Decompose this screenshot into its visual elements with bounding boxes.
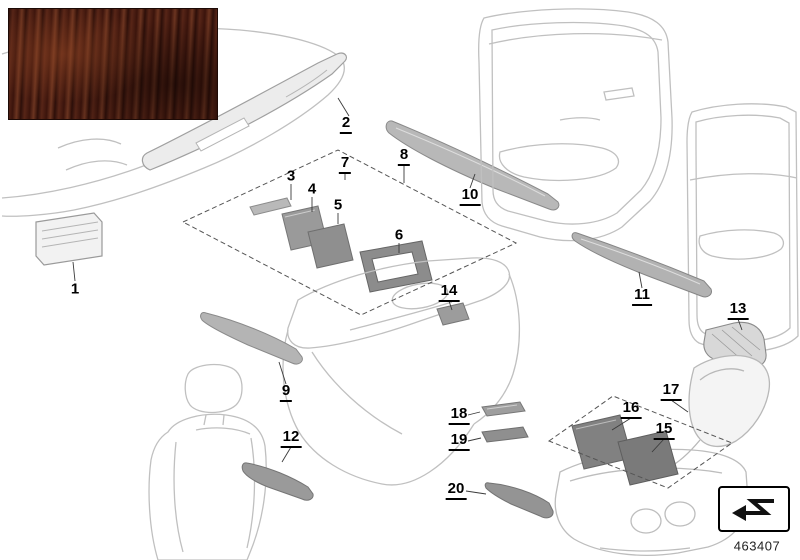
armrest-part-17 <box>667 354 771 469</box>
front-door-sketch <box>478 8 673 242</box>
callout-11[interactable]: 11 <box>632 286 652 306</box>
gear-surround-part-6 <box>359 240 433 293</box>
callout-4[interactable]: 4 <box>307 180 317 198</box>
callout-5[interactable]: 5 <box>333 196 343 214</box>
center-console-sketch <box>282 257 521 486</box>
callout-8[interactable]: 8 <box>397 146 411 166</box>
door-trim-strip-part-10 <box>385 120 560 211</box>
callout-6[interactable]: 6 <box>394 226 404 244</box>
callout-13[interactable]: 13 <box>727 300 749 320</box>
callout-1[interactable]: 1 <box>70 280 80 298</box>
callout-14[interactable]: 14 <box>438 282 460 302</box>
trim-pads-15-16 <box>571 414 679 486</box>
zigzag-arrow-icon <box>732 499 774 521</box>
callout-16[interactable]: 16 <box>620 399 642 419</box>
seat-sketch <box>148 363 267 560</box>
leader-lines <box>72 97 743 495</box>
ip-trim-strip-part-2 <box>141 52 348 171</box>
diagram-number: 463407 <box>733 538 781 554</box>
callout-3[interactable]: 3 <box>286 167 296 185</box>
clip-parts-18-19 <box>481 401 529 443</box>
callout-7[interactable]: 7 <box>338 154 352 174</box>
legend-symbol-box <box>718 486 790 532</box>
wood-trim-swatch <box>8 8 218 120</box>
callout-10[interactable]: 10 <box>459 186 481 206</box>
bracket-part-13 <box>703 321 767 368</box>
trim-pads-3-4-5 <box>249 197 354 269</box>
trim-pad-part-14 <box>436 302 470 326</box>
dashed-group-box-b <box>547 395 734 489</box>
callout-9[interactable]: 9 <box>279 382 293 402</box>
seat-trim-part-12 <box>241 462 314 501</box>
dashed-group-box-a <box>181 149 518 316</box>
air-vent-part-1 <box>35 212 103 266</box>
door-trim-strip-part-11 <box>571 232 712 298</box>
callout-2[interactable]: 2 <box>339 114 353 134</box>
callout-12[interactable]: 12 <box>280 428 302 448</box>
callout-18[interactable]: 18 <box>448 405 470 425</box>
callout-20[interactable]: 20 <box>445 480 467 500</box>
callout-17[interactable]: 17 <box>660 381 682 401</box>
console-strip-part-9 <box>200 312 303 365</box>
callout-15[interactable]: 15 <box>653 420 675 440</box>
trim-part-20 <box>484 482 554 519</box>
callout-19[interactable]: 19 <box>448 431 470 451</box>
